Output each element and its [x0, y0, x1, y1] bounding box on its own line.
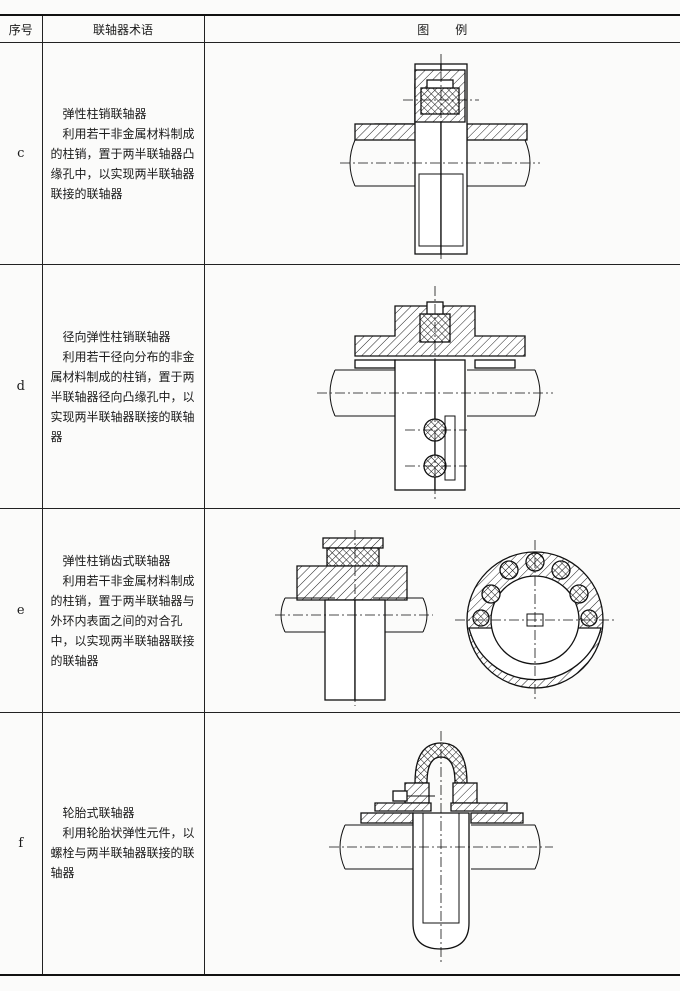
- term-description: 利用轮胎状弹性元件，以螺栓与两半联轴器联接的联轴器: [50, 826, 195, 881]
- radial-elastic-pin-coupling-diagram: [203, 264, 680, 509]
- table-header-row: 序号 联轴器术语 图例: [0, 14, 680, 43]
- row-term: 弹性柱销联轴器 利用若干非金属材料制成的柱销，置于两半联轴器凸缘孔中，以实现两半…: [41, 42, 205, 265]
- header-figure: 图例: [203, 14, 680, 43]
- term-title: 弹性柱销联轴器: [62, 106, 147, 121]
- elastic-pin-coupling-diagram: [203, 42, 680, 265]
- row-seq: f: [0, 712, 43, 976]
- coupling-terms-table: 序号 联轴器术语 图例 c 弹性柱销联轴器 利用若干非金属材料制成的柱销，置于两…: [0, 14, 680, 976]
- row-seq: c: [0, 42, 43, 265]
- row-seq: e: [0, 508, 43, 713]
- row-seq: d: [0, 264, 43, 509]
- header-seq: 序号: [0, 14, 43, 43]
- row-term: 轮胎式联轴器 利用轮胎状弹性元件，以螺栓与两半联轴器联接的联轴器: [41, 712, 205, 976]
- tire-coupling-diagram: [203, 712, 680, 976]
- table-row: d 径向弹性柱销联轴器 利用若干径向分布的非金属材料制成的柱销，置于两半联轴器径…: [0, 264, 680, 509]
- term-title: 轮胎式联轴器: [62, 806, 135, 821]
- term-description: 利用若干非金属材料制成的柱销，置于两半联轴器凸缘孔中，以实现两半联轴器联接的联轴…: [50, 126, 195, 201]
- term-description: 利用若干非金属材料制成的柱销，置于两半联轴器与外环内表面之间的对合孔中，以实现两…: [50, 573, 195, 668]
- table-row: e 弹性柱销齿式联轴器 利用若干非金属材料制成的柱销，置于两半联轴器与外环内表面…: [0, 508, 680, 713]
- table-row: f 轮胎式联轴器 利用轮胎状弹性元件，以螺栓与两半联轴器联接的联轴器: [0, 712, 680, 976]
- table-row: c 弹性柱销联轴器 利用若干非金属材料制成的柱销，置于两半联轴器凸缘孔中，以实现…: [0, 42, 680, 265]
- header-term: 联轴器术语: [41, 14, 205, 43]
- elastic-pin-gear-coupling-diagram: [203, 508, 680, 713]
- row-term: 径向弹性柱销联轴器 利用若干径向分布的非金属材料制成的柱销，置于两半联轴器径向凸…: [41, 264, 205, 509]
- term-title: 弹性柱销齿式联轴器: [62, 553, 171, 568]
- term-description: 利用若干径向分布的非金属材料制成的柱销，置于两半联轴器径向凸缘孔中，以实现两半联…: [50, 349, 195, 444]
- term-title: 径向弹性柱销联轴器: [62, 329, 171, 344]
- row-term: 弹性柱销齿式联轴器 利用若干非金属材料制成的柱销，置于两半联轴器与外环内表面之间…: [41, 508, 205, 713]
